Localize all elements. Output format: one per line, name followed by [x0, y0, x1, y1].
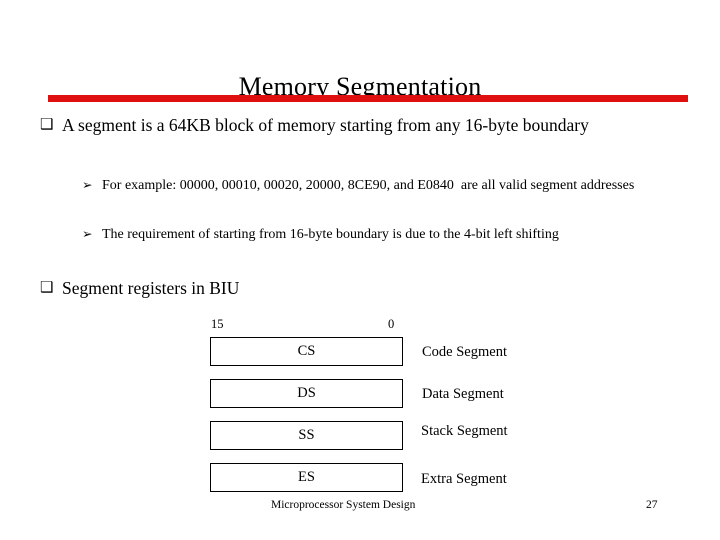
hollow-square-bullet-icon: ❑: [40, 280, 54, 296]
register-box-cs: CS: [210, 337, 403, 366]
hollow-square-bullet-icon: ❑: [40, 117, 54, 133]
footer-course-title: Microprocessor System Design: [271, 499, 416, 511]
bit-index-msb-label: 15: [211, 317, 224, 331]
register-description-es: Extra Segment: [421, 471, 507, 487]
register-box-ss: SS: [210, 421, 403, 450]
sub-bullet-text-alignment-requirement: The requirement of starting from 16-byte…: [102, 227, 559, 242]
bullet-text-segment-registers: Segment registers in BIU: [62, 278, 240, 298]
sub-bullet-text-example-addresses: For example: 00000, 00010, 00020, 20000,…: [102, 178, 635, 193]
bullet-text-segment-definition: A segment is a 64KB block of memory star…: [62, 115, 589, 135]
bullet-item-segment-registers: ❑ Segment registers in BIU: [40, 277, 440, 299]
bullet-item-segment-definition: ❑ A segment is a 64KB block of memory st…: [40, 114, 670, 136]
title-divider-rule: [48, 95, 688, 102]
register-description-ds: Data Segment: [422, 386, 504, 402]
register-description-cs: Code Segment: [422, 344, 507, 360]
register-box-es: ES: [210, 463, 403, 492]
register-box-ds: DS: [210, 379, 403, 408]
sub-bullet-item-alignment-requirement: ➢ The requirement of starting from 16-by…: [82, 224, 642, 245]
filled-arrow-bullet-icon: ➢: [82, 227, 93, 241]
footer-page-number: 27: [646, 499, 658, 511]
sub-bullet-item-example-addresses: ➢ For example: 00000, 00010, 00020, 2000…: [82, 175, 662, 196]
register-description-ss: Stack Segment: [421, 423, 508, 439]
bit-index-lsb-label: 0: [388, 317, 395, 331]
filled-arrow-bullet-icon: ➢: [82, 178, 93, 192]
